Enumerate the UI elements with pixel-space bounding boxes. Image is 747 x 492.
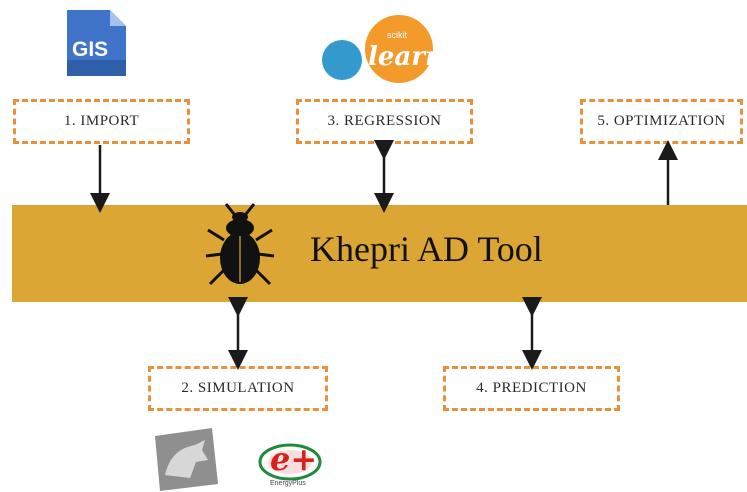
tool-title: Khepri AD Tool <box>310 229 543 269</box>
sklearn-learn-text: learn <box>368 42 444 72</box>
beetle-icon <box>205 203 275 286</box>
sklearn-logo-icon <box>322 15 433 83</box>
step-prediction-box: 4. PREDICTION <box>443 366 620 411</box>
rhino-logo-icon <box>155 428 218 491</box>
step-regression-label: 3. REGRESSION <box>327 113 442 129</box>
gis-logo-text: GIS <box>72 38 109 61</box>
sklearn-small-text: scikit <box>387 30 407 40</box>
energyplus-letter: e+ <box>270 440 318 478</box>
step-import-box: 1. IMPORT <box>13 99 190 144</box>
energyplus-caption: EnergyPlus <box>270 480 306 487</box>
step-simulation-box: 2. SIMULATION <box>148 366 328 411</box>
step-optimization-label: 5. OPTIMIZATION <box>597 113 726 129</box>
gis-file-icon <box>67 10 126 76</box>
step-simulation-label: 2. SIMULATION <box>181 380 295 396</box>
khepri-band <box>12 205 747 302</box>
step-prediction-label: 4. PREDICTION <box>476 380 587 396</box>
step-import-label: 1. IMPORT <box>63 113 140 129</box>
step-regression-box: 3. REGRESSION <box>296 99 473 144</box>
energyplus-logo-icon <box>258 443 322 481</box>
